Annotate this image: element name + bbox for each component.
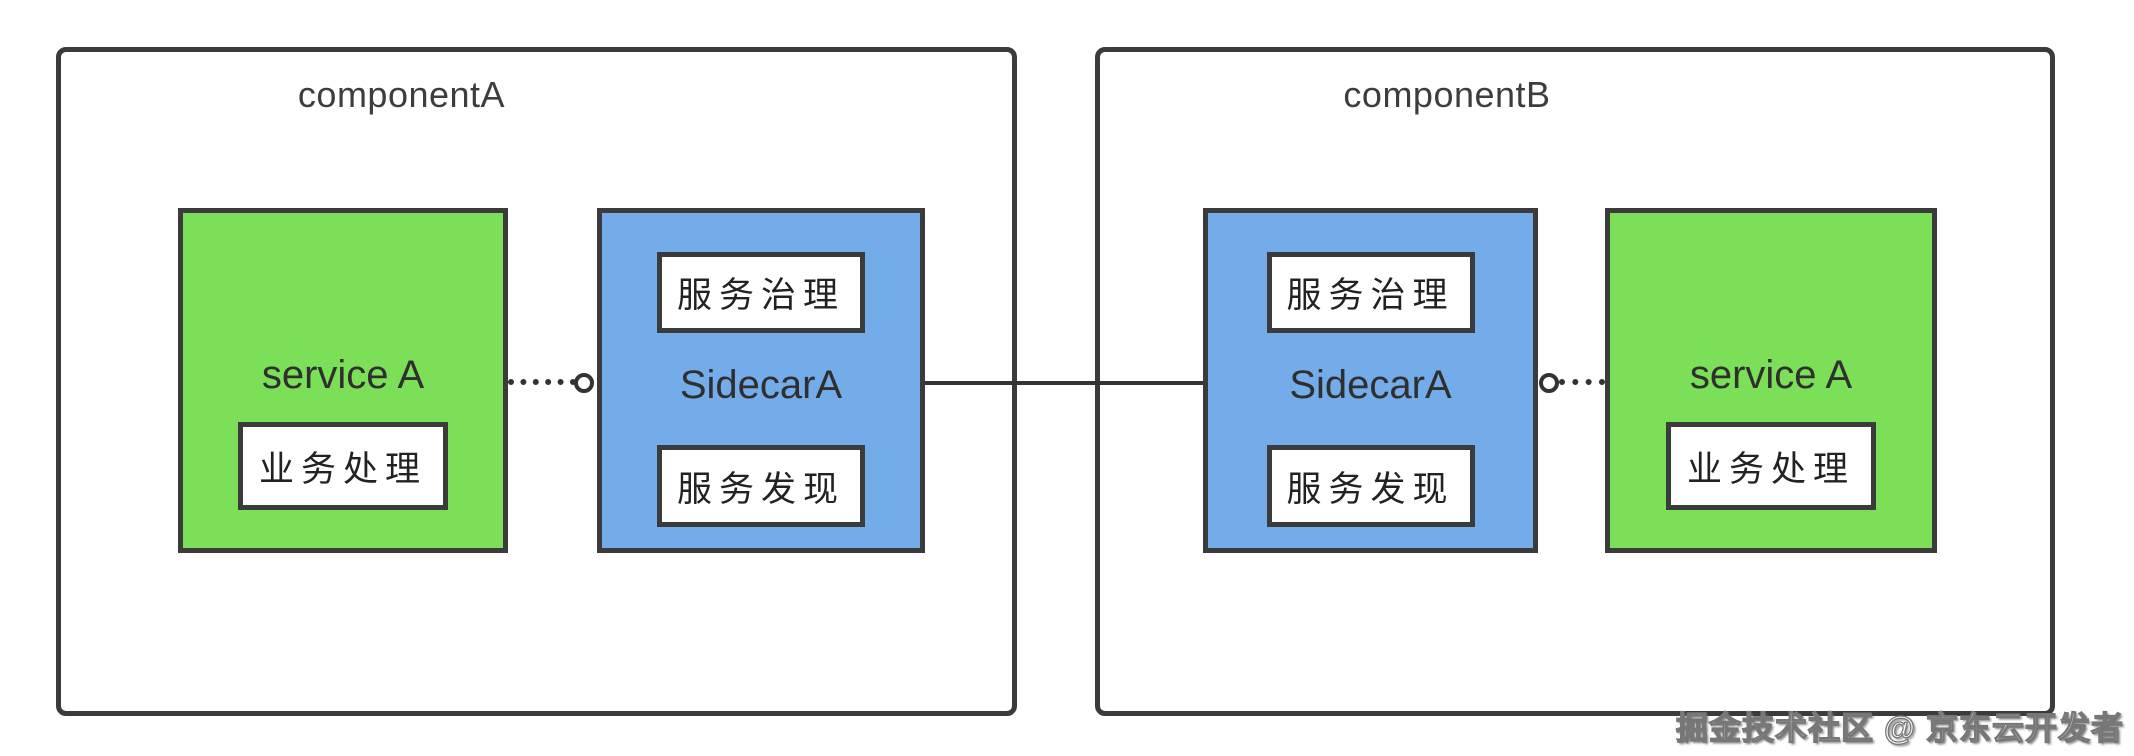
component-b-title: componentB (1343, 74, 1551, 115)
service-discovery-module: 服务发现 (1266, 445, 1475, 527)
interface-circle-icon (1539, 373, 1559, 393)
connector-sidecar-to-sidecar (925, 381, 1203, 385)
sidecar-a-box-right: 服务治理 SidecarA 服务发现 (1203, 208, 1538, 553)
connector-dotted-service-to-sidecar-left (508, 379, 576, 385)
sidecar-a-label: SidecarA (679, 363, 843, 407)
sidecar-a-box-left: 服务治理 SidecarA 服务发现 (597, 208, 925, 553)
service-governance-module: 服务治理 (1266, 252, 1475, 333)
component-a-title: componentA (297, 74, 506, 115)
service-a-box-left: service A 业务处理 (178, 208, 508, 553)
sidecar-a-label: SidecarA (1289, 363, 1452, 407)
interface-circle-icon (574, 373, 594, 393)
service-a-label: service A (261, 353, 425, 397)
component-a-box: componentA service A 业务处理 服务治理 SidecarA … (56, 47, 1017, 716)
business-process-module: 业务处理 (238, 422, 448, 510)
watermark: 掘金技术社区 @ 京东云开发者 (1675, 709, 2124, 746)
service-governance-module: 服务治理 (657, 252, 865, 333)
service-a-label: service A (1689, 353, 1853, 397)
service-discovery-module: 服务发现 (657, 445, 865, 527)
connector-dotted-sidecar-to-service-right (1559, 379, 1605, 385)
business-process-module: 业务处理 (1666, 422, 1876, 510)
service-a-box-right: service A 业务处理 (1605, 208, 1937, 553)
